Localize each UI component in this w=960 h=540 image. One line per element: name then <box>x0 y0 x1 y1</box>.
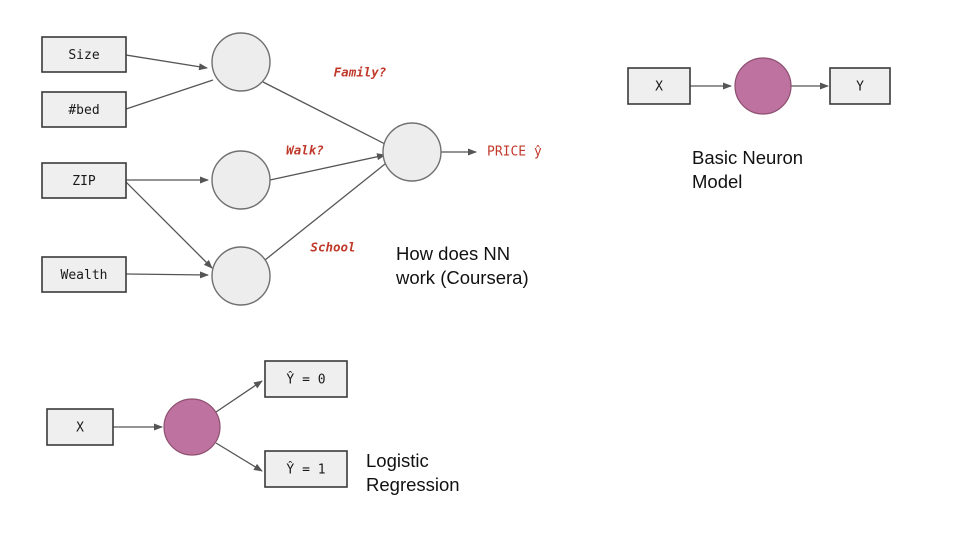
annotation-walk: Walk? <box>286 143 324 158</box>
basic-neuron-output-node[interactable]: Y <box>829 67 891 105</box>
output-label-price: PRICE ŷ <box>487 145 542 160</box>
hidden-node-2[interactable] <box>211 150 271 210</box>
basic-neuron-input-label: X <box>655 80 663 95</box>
input-label-bed: #bed <box>68 103 99 118</box>
logistic-output-box-0[interactable] <box>264 360 348 398</box>
input-box-zip[interactable] <box>41 162 127 199</box>
edge-size-to-hidden1 <box>125 54 208 71</box>
logistic-input-node[interactable]: X <box>46 408 114 446</box>
logistic-caption-line-2: Regression <box>366 474 460 495</box>
nn-caption-line-2: work (Coursera) <box>395 267 529 288</box>
nn-input-nodes: Size #bed ZIP Wealth <box>41 36 127 293</box>
input-box-bed[interactable] <box>41 91 127 128</box>
basic-neuron-output-label: Y <box>856 80 864 95</box>
edge-logistic-neuron-to-yhat0 <box>215 380 263 413</box>
logistic-output-node-0[interactable]: Ŷ = 0 <box>264 360 348 398</box>
edge-hidden2-to-output <box>269 153 386 181</box>
input-label-wealth: Wealth <box>61 268 108 283</box>
basic-neuron-circle[interactable] <box>734 57 792 115</box>
input-label-zip: ZIP <box>72 174 96 189</box>
nn-edges <box>125 54 477 279</box>
edge-wealth-to-hidden3 <box>125 271 209 279</box>
logistic-output-node-1[interactable]: Ŷ = 1 <box>264 450 348 488</box>
input-node-wealth[interactable]: Wealth <box>41 256 127 293</box>
hidden-node-1[interactable] <box>211 32 271 92</box>
nn-caption: How does NN work (Coursera) <box>395 243 529 288</box>
basic-neuron-caption-line-2: Model <box>692 171 742 192</box>
logistic-input-box[interactable] <box>46 408 114 446</box>
input-node-bed[interactable]: #bed <box>41 91 127 128</box>
input-label-size: Size <box>68 48 99 63</box>
basic-neuron-diagram: X Y Basic Neuron Model <box>627 57 891 192</box>
output-node[interactable] <box>382 122 442 182</box>
annotation-school: School <box>310 240 355 255</box>
logistic-caption-line-1: Logistic <box>366 450 429 471</box>
logistic-output-label-0: Ŷ = 0 <box>286 372 325 388</box>
basic-neuron-caption: Basic Neuron Model <box>692 147 803 192</box>
nn-annotations: Family? Walk? School <box>286 65 386 255</box>
basic-neuron-input-node[interactable]: X <box>627 67 691 105</box>
input-node-zip[interactable]: ZIP <box>41 162 127 199</box>
neural-network-diagram: Size #bed ZIP Wealth Family? Walk? <box>41 32 542 306</box>
logistic-neuron-circle[interactable] <box>163 398 221 456</box>
logistic-regression-diagram: X Ŷ = 0 Ŷ = 1 Logistic Regression <box>46 360 460 495</box>
logistic-output-label-1: Ŷ = 1 <box>286 462 325 478</box>
basic-neuron-caption-line-1: Basic Neuron <box>692 147 803 168</box>
edge-hidden3-to-output <box>264 159 391 261</box>
logistic-caption: Logistic Regression <box>366 450 460 495</box>
edge-bed-to-hidden1 <box>125 79 214 110</box>
edge-logistic-neuron-to-yhat1 <box>215 442 263 472</box>
logistic-input-label: X <box>76 421 84 436</box>
annotation-family: Family? <box>334 65 387 80</box>
nn-caption-line-1: How does NN <box>396 243 510 264</box>
logistic-output-box-1[interactable] <box>264 450 348 488</box>
edge-zip-to-hidden3 <box>125 181 213 269</box>
basic-neuron-input-box[interactable] <box>627 67 691 105</box>
input-box-wealth[interactable] <box>41 256 127 293</box>
basic-neuron-output-box[interactable] <box>829 67 891 105</box>
nn-hidden-nodes <box>211 32 271 306</box>
input-node-size[interactable]: Size <box>41 36 127 73</box>
edge-hidden1-to-output <box>262 81 390 147</box>
hidden-node-3[interactable] <box>211 246 271 306</box>
input-box-size[interactable] <box>41 36 127 73</box>
